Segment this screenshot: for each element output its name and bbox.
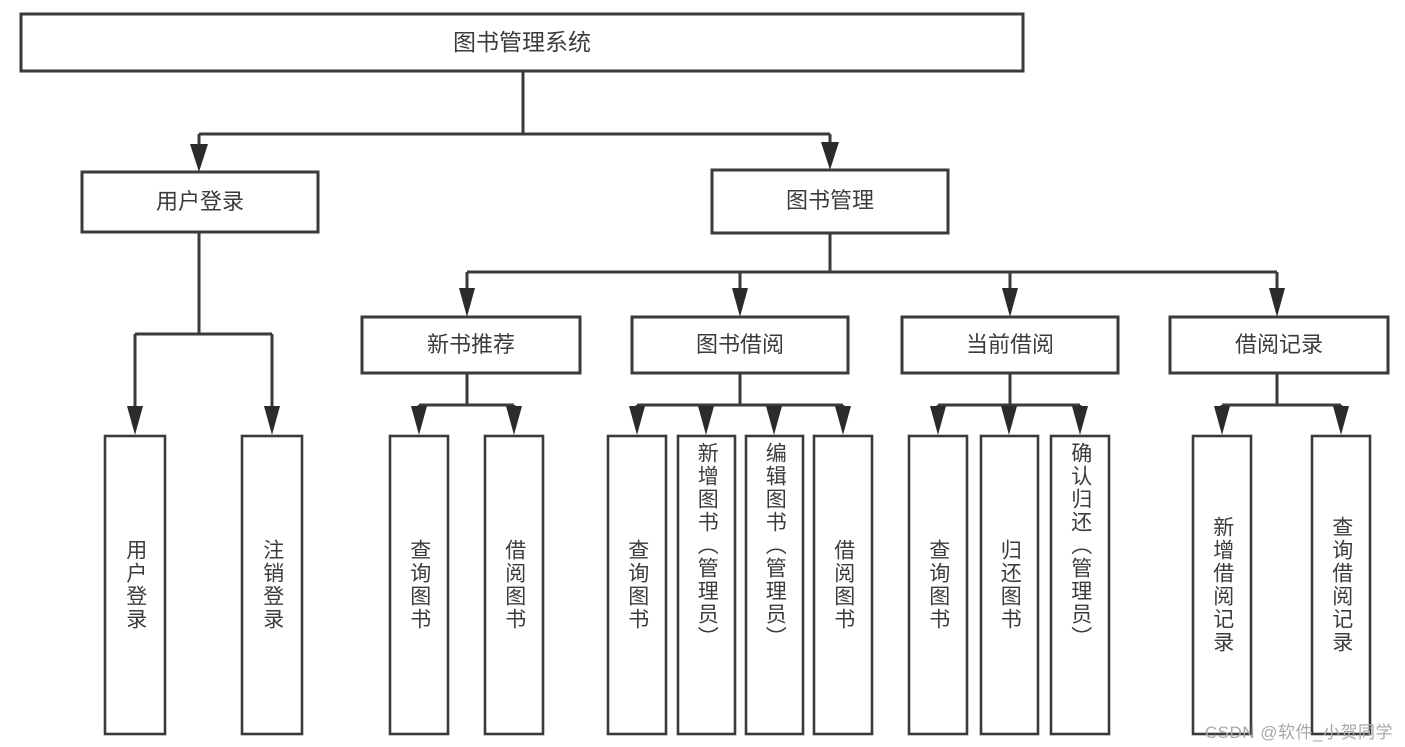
arrowhead-newbook-leaf-2	[506, 406, 522, 435]
node-borrow-record[interactable]: 借阅记录	[1168, 315, 1390, 375]
leaf-box-bookborrow-2[interactable]	[676, 434, 737, 736]
user-login-label: 用户登录	[156, 189, 244, 214]
watermark-text: CSDN @软件_小贺同学	[1204, 723, 1393, 742]
arrowhead-borrowrecord-leaf-2	[1333, 406, 1349, 435]
borrow-record-label: 借阅记录	[1235, 332, 1323, 357]
new-book-recommend-label: 新书推荐	[427, 332, 515, 357]
leaf-box-newbook-2[interactable]	[483, 434, 545, 736]
leaf-box-currentborrow-3[interactable]	[1049, 434, 1111, 736]
arrowhead-to-current-borrow	[1002, 288, 1018, 317]
book-borrow-label: 图书借阅	[696, 332, 784, 357]
arrowhead-bookborrow-leaf-4	[835, 406, 851, 435]
leaf-box-user-login-1[interactable]	[103, 434, 167, 736]
arrowhead-currentborrow-leaf-2	[1001, 406, 1017, 435]
node-book-borrow[interactable]: 图书借阅	[630, 315, 850, 375]
arrowhead-to-new-book	[459, 288, 475, 317]
leaf-box-borrowrecord-2[interactable]	[1310, 434, 1372, 736]
leaf-box-bookborrow-3[interactable]	[744, 434, 805, 736]
node-root[interactable]: 图书管理系统	[19, 12, 1025, 73]
leaf-box-layer	[103, 434, 1372, 736]
current-borrow-box[interactable]	[900, 315, 1120, 375]
arrowhead-currentborrow-leaf-3	[1072, 406, 1088, 435]
borrow-record-box[interactable]	[1168, 315, 1390, 375]
leaf-box-bookborrow-4[interactable]	[812, 434, 874, 736]
leaf-box-borrowrecord-1[interactable]	[1191, 434, 1253, 736]
node-user-login[interactable]: 用户登录	[80, 170, 320, 234]
arrowhead-newbook-leaf-1	[411, 406, 427, 435]
arrowhead-to-book-borrow	[732, 288, 748, 317]
leaf-box-user-login-2[interactable]	[240, 434, 304, 736]
root-label: 图书管理系统	[453, 29, 591, 55]
arrowhead-bookborrow-leaf-2	[698, 406, 714, 435]
leaf-box-currentborrow-2[interactable]	[979, 434, 1040, 736]
new-book-recommend-box[interactable]	[360, 315, 582, 375]
book-management-box[interactable]	[710, 168, 950, 235]
arrowhead-login-leaf-2	[264, 406, 280, 435]
node-new-book-recommend[interactable]: 新书推荐	[360, 315, 582, 375]
current-borrow-label: 当前借阅	[966, 332, 1054, 357]
book-management-label: 图书管理	[786, 188, 874, 213]
arrowhead-borrowrecord-leaf-1	[1214, 406, 1230, 435]
arrowhead-bookborrow-leaf-3	[766, 406, 782, 435]
book-borrow-box[interactable]	[630, 315, 850, 375]
arrowhead-to-user-login	[190, 144, 208, 172]
arrowhead-login-leaf-1	[127, 406, 143, 435]
root-box[interactable]	[19, 12, 1025, 73]
node-current-borrow[interactable]: 当前借阅	[900, 315, 1120, 375]
leaf-box-currentborrow-1[interactable]	[907, 434, 969, 736]
connector-layer	[127, 71, 1349, 435]
arrowhead-bookborrow-leaf-1	[629, 406, 645, 435]
arrowhead-currentborrow-leaf-1	[930, 406, 946, 435]
arrowhead-to-book-management	[821, 142, 839, 170]
arrowhead-to-borrow-record	[1269, 288, 1285, 317]
user-login-box[interactable]	[80, 170, 320, 234]
leaf-box-newbook-1[interactable]	[388, 434, 450, 736]
leaf-box-bookborrow-1[interactable]	[606, 434, 668, 736]
node-book-management[interactable]: 图书管理	[710, 168, 950, 235]
